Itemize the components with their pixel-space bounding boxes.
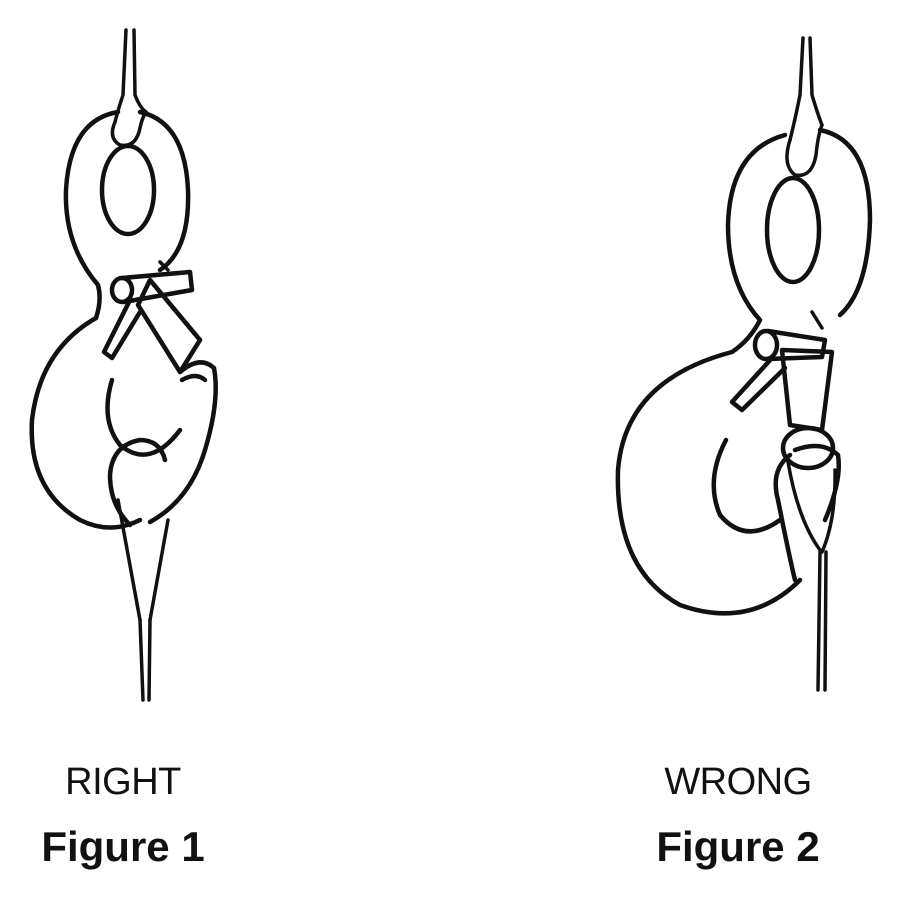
hook-with-sling-seated-in-bowl-icon	[0, 0, 450, 720]
figure-1-panel: RIGHT Figure 1	[0, 0, 450, 870]
figure-caption: Figure 2	[656, 823, 820, 870]
figure-caption: Figure 1	[41, 823, 205, 870]
verdict-label: WRONG	[664, 761, 812, 803]
figure-2-panel: WRONG Figure 2	[450, 0, 900, 900]
hook-with-sling-on-tip-icon	[450, 0, 900, 720]
verdict-label: RIGHT	[65, 761, 181, 803]
